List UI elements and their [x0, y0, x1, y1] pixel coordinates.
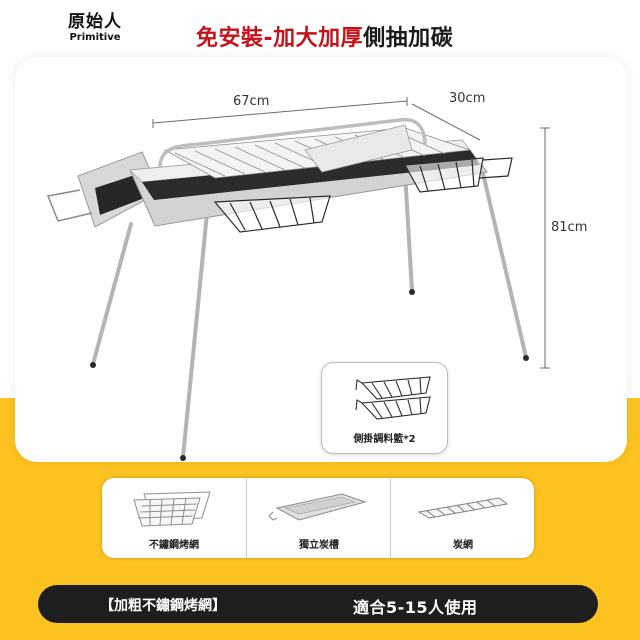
- width-label: 30cm: [449, 91, 486, 106]
- leg-feet: [90, 289, 529, 461]
- grill-charcoal-bed: [142, 150, 480, 200]
- side-basket-front: [213, 195, 331, 233]
- length-label: 67cm: [233, 94, 270, 109]
- charcoal-trough-caption: 獨立炭槽: [299, 540, 339, 551]
- side-handle: [46, 189, 93, 222]
- headline: 免安裝-加大加厚側抽加碳: [196, 20, 453, 52]
- headline-dark: 側抽加碳: [363, 26, 454, 51]
- raised-grate-section: [304, 124, 413, 173]
- basket-inset: 側掛調料籃*2: [321, 362, 448, 454]
- brand-name-cn: 原始人: [68, 12, 122, 32]
- grill-net-caption: 不鏽鋼烤網: [149, 540, 199, 551]
- grill-net-icon: [133, 491, 211, 527]
- accessory-strip: 不鏽鋼烤網 獨立炭槽 炭網: [102, 478, 534, 558]
- leg-front-left: [91, 222, 133, 366]
- charcoal-net-icon: [417, 497, 509, 519]
- leg-front-center: [181, 191, 211, 459]
- charcoal-trough-icon: [268, 493, 367, 521]
- height-label: 81cm: [551, 220, 588, 235]
- dimension-lines: [152, 97, 550, 369]
- headline-red: 免安裝-加大加厚: [196, 26, 364, 51]
- seasoning-basket-icon: [355, 376, 431, 420]
- foot-back-center: [409, 289, 415, 295]
- accessory-charcoal-trough: 獨立炭槽: [246, 478, 391, 558]
- width-dimension-line: [411, 103, 481, 141]
- brand-logo: 原始人 Primitive: [50, 12, 140, 44]
- bar-left-text: 【加粗不鏽鋼烤網】: [100, 598, 226, 614]
- charcoal-net-caption: 炭網: [453, 540, 473, 551]
- grill-legs: [91, 163, 528, 459]
- bottom-bar: 【加粗不鏽鋼烤網】 適合5-15人使用: [38, 585, 598, 623]
- foot-front-left: [90, 362, 96, 368]
- foot-front-center: [180, 455, 186, 461]
- accessory-grill-net: 不鏽鋼烤網: [102, 478, 246, 558]
- accessory-charcoal-net: 炭網: [390, 478, 535, 558]
- bar-right-text: 適合5-15人使用: [353, 598, 478, 617]
- leg-back-right: [479, 163, 528, 359]
- length-dimension-line: [152, 100, 408, 124]
- header: 原始人 Primitive 免安裝-加大加厚側抽加碳: [0, 0, 640, 60]
- grill-illustration: [46, 97, 550, 461]
- basket-caption: 側掛調料籃*2: [353, 434, 416, 445]
- side-basket-back: [404, 157, 513, 193]
- foot-back-right: [523, 355, 529, 361]
- grill-top-rail: [158, 117, 427, 169]
- leg-back-center: [403, 170, 414, 293]
- brand-name-en: Primitive: [69, 32, 121, 43]
